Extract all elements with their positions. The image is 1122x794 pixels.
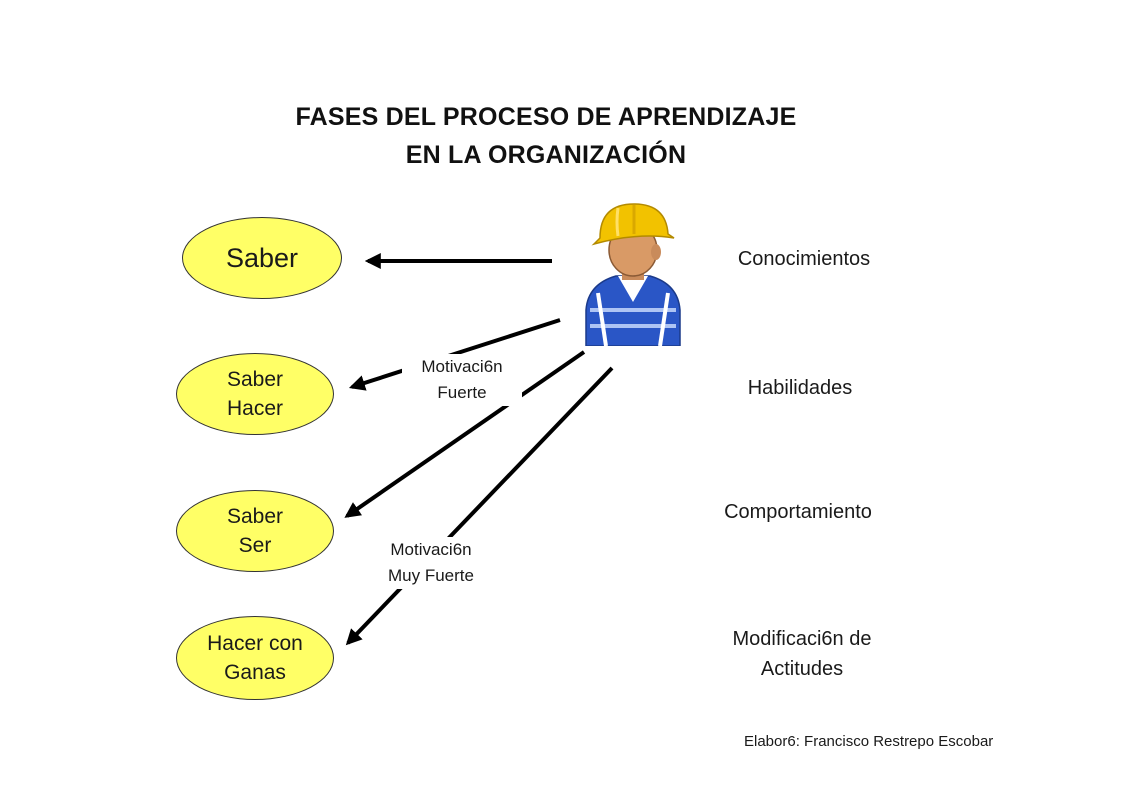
motivation-strong-label: Motivaci6n Fuerte [402, 354, 522, 406]
phase-label-line-1: Saber [226, 505, 284, 528]
motivation-line-1: Motivaci6n [390, 540, 472, 559]
phase-hacer-con-ganas: Hacer con Ganas [176, 616, 334, 700]
arrow-to-saber-hacer [348, 318, 561, 391]
outcome-habilidades: Habilidades [700, 373, 900, 403]
outcome-conocimientos: Conocimientos [706, 244, 902, 274]
outcome-comportamiento: Comportamiento [696, 497, 900, 527]
phase-saber-ser: Saber Ser [176, 490, 334, 572]
phase-saber: Saber [182, 217, 342, 299]
phase-label-line-1: Hacer con [207, 632, 303, 655]
phase-label-line-2: Ser [238, 534, 272, 557]
outcome-modificacion-actitudes: Modificaci6n de Actitudes [702, 624, 902, 684]
outcome-label-line-2: Actitudes [760, 658, 844, 680]
outcome-label-line-1: Modificaci6n de [732, 628, 872, 650]
title-line-1: FASES DEL PROCESO DE APRENDIZAJE [295, 103, 797, 131]
outcome-label: Conocimientos [737, 248, 871, 270]
phase-label-line-1: Saber [226, 368, 284, 391]
construction-worker-icon [585, 203, 681, 346]
title-line-2: EN LA ORGANIZACIÓN [405, 141, 687, 169]
phase-saber-hacer: Saber Hacer [176, 353, 334, 435]
outcome-label: Habilidades [747, 377, 853, 399]
motivation-line-2: Fuerte [437, 383, 487, 402]
phase-label-line-2: Ganas [224, 661, 286, 684]
motivation-very-strong-label: Motivaci6n Muy Fuerte [366, 537, 496, 589]
author-credit: Elabor6: Francisco Restrepo Escobar [744, 733, 994, 750]
diagram-title: FASES DEL PROCESO DE APRENDIZAJE EN LA O… [0, 98, 1092, 174]
motivation-line-1: Motivaci6n [421, 357, 503, 376]
phase-label-line-2: Hacer [226, 397, 284, 420]
outcome-label: Comportamiento [724, 501, 872, 523]
arrow-to-saber-ser [344, 350, 586, 518]
phase-label: Saber [225, 242, 299, 273]
arrow-to-hacer-con-ganas [345, 366, 614, 646]
motivation-line-2: Muy Fuerte [388, 566, 474, 585]
